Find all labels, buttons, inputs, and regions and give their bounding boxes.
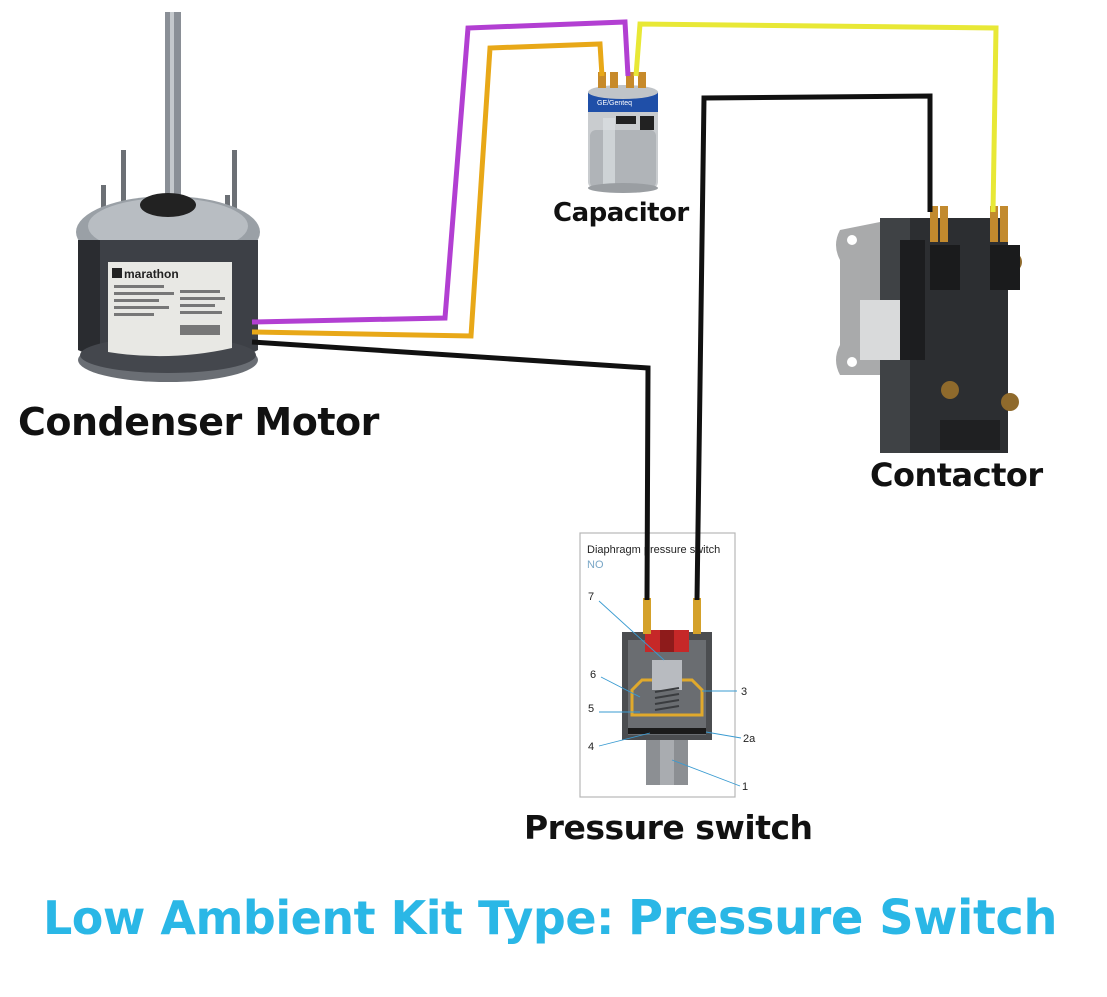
pressure-switch: Diaphragm pressure switch NO xyxy=(579,532,756,798)
motor-brand-text: marathon xyxy=(124,267,179,281)
callout-1: 1 xyxy=(742,781,748,793)
contactor xyxy=(836,206,1022,453)
wire-orange xyxy=(251,41,605,339)
condenser-motor: marathon xyxy=(76,12,260,382)
callout-5: 5 xyxy=(588,703,594,715)
callout-6: 6 xyxy=(590,669,596,681)
wire-black-cap-to-switch xyxy=(694,93,933,601)
footer-emphasis: Pressure Switch xyxy=(627,890,1058,946)
pressure-switch-label: Pressure switch xyxy=(524,808,813,847)
callout-2a: 2a xyxy=(743,733,756,745)
capacitor: GE/Genteq xyxy=(588,72,658,193)
callout-7: 7 xyxy=(588,591,594,603)
condenser-motor-label: Condenser Motor xyxy=(18,400,379,444)
callout-3: 3 xyxy=(741,686,747,698)
pressure-switch-no: NO xyxy=(587,559,604,571)
footer-prefix: Low Ambient Kit Type: xyxy=(42,891,614,945)
capacitor-brand-text: GE/Genteq xyxy=(597,100,632,107)
footer-title: Low Ambient Kit Type:Pressure Switch xyxy=(0,890,1100,946)
wire-yellow xyxy=(633,21,999,213)
capacitor-label: Capacitor xyxy=(553,198,689,228)
callout-4: 4 xyxy=(588,741,594,753)
pressure-switch-title: Diaphragm pressure switch xyxy=(587,544,720,556)
wire-purple xyxy=(251,19,631,325)
wires xyxy=(251,19,999,601)
wire-black-motor-to-switch xyxy=(251,339,651,601)
contactor-label: Contactor xyxy=(870,456,1043,494)
